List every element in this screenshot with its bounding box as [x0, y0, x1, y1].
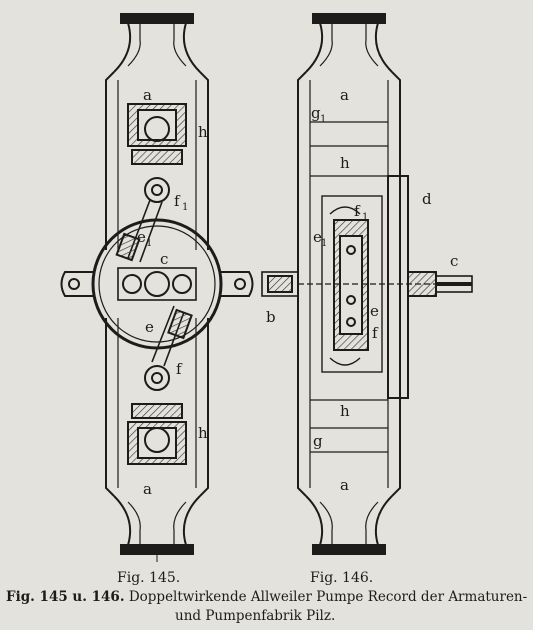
fig146-label: Fig. 146.: [310, 570, 374, 586]
fig146-top-flange: [312, 13, 386, 24]
fig145-drawing: [60, 13, 254, 562]
fig145-body-outline: [105, 71, 209, 497]
fig145-crosshead: [117, 267, 197, 301]
fig145-right-lug: [221, 271, 254, 297]
caption-figure-numbers: Fig. 145 u. 146.: [6, 589, 125, 605]
fig146-label-f: f: [372, 324, 379, 342]
fig145-top-flange: [120, 13, 194, 24]
fig145-label-e1: e: [137, 228, 146, 246]
fig145-label-c: c: [160, 250, 168, 268]
fig145-left-lug: [60, 271, 93, 297]
fig145-label-f1-sub: 1: [182, 202, 188, 213]
fig145-center-housing: [91, 218, 223, 350]
fig146-label-e1-sub: 1: [321, 238, 327, 249]
figure-caption-line1: Fig. 145 u. 146. Doppeltwirkende Allweil…: [6, 589, 527, 605]
fig146-label-e1: e: [313, 228, 322, 246]
fig145-label-h-top: h: [198, 123, 208, 141]
fig145-label: Fig. 145.: [117, 570, 181, 586]
fig145-label-f: f: [176, 360, 183, 378]
fig146-label-a-bottom: a: [340, 476, 349, 494]
fig145-top-neck: [113, 22, 201, 73]
fig145-upper-eye: [144, 177, 170, 203]
fig146-label-f1-sub: 1: [362, 212, 368, 223]
fig145-lower-eye: [144, 365, 170, 391]
fig146-label-h-bottom: h: [340, 402, 350, 420]
fig146-label-d: d: [422, 190, 432, 208]
fig146-label-g: g: [313, 432, 323, 450]
fig145-label-a-top: a: [143, 86, 152, 104]
fig146-label-a-top: a: [340, 86, 349, 104]
fig146-drawing: [261, 13, 473, 555]
fig145-label-f1: f: [174, 192, 181, 210]
fig146-label-f1: f: [354, 202, 361, 220]
fig145-bottom-neck: [113, 495, 201, 546]
fig146-label-g1-sub: 1: [320, 114, 326, 125]
fig146-side-cover-d: [387, 175, 409, 399]
fig146-label-h-top: h: [340, 154, 350, 172]
fig145-bottom-flange: [120, 544, 194, 555]
fig145-label-a-bottom: a: [143, 480, 152, 498]
fig145-upper-valve-ball: [144, 116, 170, 142]
figure-caption-line2: und Pumpenfabrik Pilz.: [175, 608, 336, 624]
fig145-label-e1-sub: 1: [146, 238, 152, 249]
fig146-label-b: b: [266, 308, 276, 326]
fig146-label-e: e: [370, 302, 379, 320]
fig146-label-g1: g: [311, 104, 321, 122]
fig146-label-c: c: [450, 252, 458, 270]
fig145-label-e: e: [145, 318, 154, 336]
caption-title: Doppeltwirkende Allweiler Pumpe Record d…: [128, 589, 528, 605]
fig145-label-h-bottom: h: [198, 424, 208, 442]
fig146-bottom-flange: [312, 544, 386, 555]
fig145-lower-valve-ball: [144, 427, 170, 453]
